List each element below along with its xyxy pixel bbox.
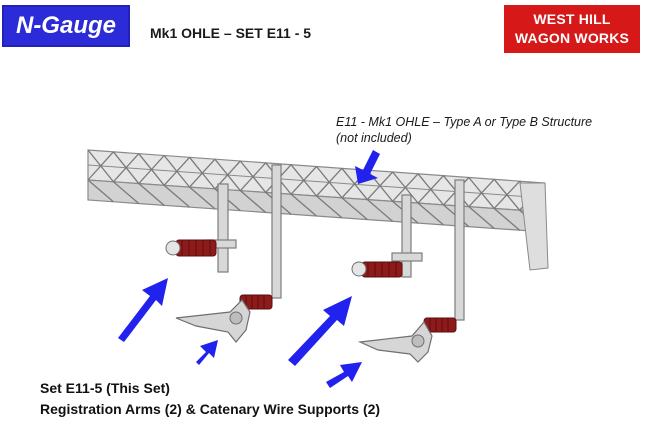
- structure-note-line-2: (not included): [336, 131, 412, 145]
- pointer-arrows: [118, 150, 380, 388]
- registration-arm-left: [165, 239, 217, 257]
- scale-badge: N-Gauge: [2, 5, 130, 47]
- set-caption: Set E11-5 (This Set) Registration Arms (…: [40, 378, 380, 420]
- catenary-support-right: [357, 317, 457, 363]
- lattice-boom: [87, 149, 549, 271]
- arrow-to-left-arm: [118, 278, 168, 342]
- caption-line-2: Registration Arms (2) & Catenary Wire Su…: [40, 401, 381, 417]
- structure-note: E11 - Mk1 OHLE – Type A or Type B Struct…: [336, 114, 592, 146]
- caption-line-1: Set E11-5 (This Set): [40, 380, 170, 396]
- scale-badge-label: N-Gauge: [15, 12, 116, 39]
- registration-arm-right: [351, 261, 403, 278]
- structure-note-line-1: E11 - Mk1 OHLE – Type A or Type B Struct…: [336, 115, 593, 129]
- arrow-to-right-support: [326, 362, 362, 388]
- arrow-to-structure: [355, 150, 380, 184]
- arrow-to-left-support: [196, 340, 218, 365]
- page-title: Mk1 OHLE – SET E11 - 5: [150, 25, 312, 41]
- logo-line-2: WAGON WORKS: [514, 30, 630, 46]
- catenary-support-left: [175, 294, 273, 343]
- logo-line-1: WEST HILL: [533, 11, 611, 27]
- support-posts: [205, 164, 465, 321]
- arrow-to-right-arm: [288, 296, 352, 366]
- brand-logo: WEST HILL WAGON WORKS: [504, 5, 640, 53]
